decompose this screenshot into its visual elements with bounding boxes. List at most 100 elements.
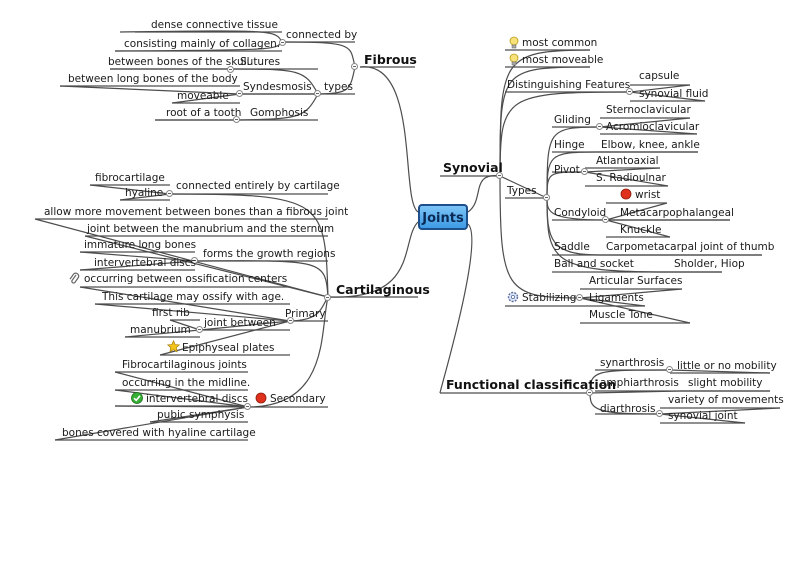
topic-hyaline[interactable]: hyaline bbox=[125, 187, 164, 199]
topic-capsule[interactable]: capsule bbox=[639, 70, 680, 82]
topic-radioulnar[interactable]: S. Radioulnar bbox=[596, 172, 666, 184]
topic-intervertebral-discs[interactable]: intervertebral discs bbox=[94, 257, 197, 269]
collapse-toggle[interactable] bbox=[496, 172, 503, 179]
topic-ossify-with-age[interactable]: This cartilage may ossify with age. bbox=[102, 291, 285, 303]
topic-skull[interactable]: between bones of the skull bbox=[108, 56, 250, 68]
collapse-toggle[interactable] bbox=[351, 63, 358, 70]
topic-midline[interactable]: occurring in the midline. bbox=[122, 377, 251, 389]
topic-saddle[interactable]: Saddle bbox=[554, 241, 590, 253]
topic-ligaments[interactable]: Ligaments bbox=[589, 292, 644, 304]
topic-distinguishing-features[interactable]: Distinguishing Features bbox=[507, 79, 631, 91]
gear-icon bbox=[507, 291, 519, 303]
topic-dense-connective-tissue[interactable]: dense connective tissue bbox=[151, 19, 278, 31]
topic-synovial-fluid[interactable]: synovial fluid bbox=[639, 88, 709, 100]
topic-gomphosis[interactable]: Gomphosis bbox=[250, 107, 309, 119]
topic-allow-more-movement[interactable]: allow more movement between bones than a… bbox=[44, 206, 349, 218]
topic-articular-surfaces[interactable]: Articular Surfaces bbox=[589, 275, 683, 287]
collapse-toggle[interactable] bbox=[576, 294, 583, 301]
collapse-toggle[interactable] bbox=[236, 90, 243, 97]
collapse-toggle[interactable] bbox=[581, 168, 588, 175]
collapse-toggle[interactable] bbox=[626, 88, 633, 95]
collapse-toggle[interactable] bbox=[166, 190, 173, 197]
collapse-toggle[interactable] bbox=[279, 39, 286, 46]
collapse-toggle[interactable] bbox=[666, 366, 673, 373]
topic-tooth[interactable]: root of a tooth bbox=[166, 107, 242, 119]
topic-wrist[interactable]: wrist bbox=[635, 189, 661, 201]
collapse-toggle[interactable] bbox=[227, 66, 234, 73]
topic-amphiarthrosis[interactable]: amphiarthrosis bbox=[600, 377, 679, 389]
topic-moveable[interactable]: moveable bbox=[177, 90, 229, 102]
collapse-toggle[interactable] bbox=[287, 317, 294, 324]
topic-metacarpophalangeal[interactable]: Metacarpophalangeal bbox=[620, 207, 734, 219]
collapse-toggle[interactable] bbox=[602, 216, 609, 223]
red-dot-icon bbox=[620, 188, 632, 200]
topic-atlantoaxial[interactable]: Atlantoaxial bbox=[596, 155, 659, 167]
topic-pivot[interactable]: Pivot bbox=[554, 164, 580, 176]
topic-long-bones[interactable]: between long bones of the body bbox=[68, 73, 238, 85]
topic-syndesmosis[interactable]: Syndesmosis bbox=[243, 81, 312, 93]
paperclip-icon bbox=[69, 272, 80, 284]
central-topic-joints[interactable]: Joints bbox=[418, 204, 468, 230]
topic-most-moveable[interactable]: most moveable bbox=[522, 54, 604, 66]
topic-connected-by[interactable]: connected by bbox=[286, 29, 358, 41]
topic-primary[interactable]: Primary bbox=[285, 308, 326, 320]
collapse-toggle[interactable] bbox=[656, 410, 663, 417]
topic-gliding[interactable]: Gliding bbox=[554, 114, 591, 126]
topic-functional-classification[interactable]: Functional classification bbox=[446, 377, 617, 392]
collapse-toggle[interactable] bbox=[586, 389, 593, 396]
topic-types[interactable]: types bbox=[324, 81, 353, 93]
collapse-toggle[interactable] bbox=[233, 116, 240, 123]
red-dot-icon bbox=[255, 392, 267, 404]
collapse-toggle[interactable] bbox=[596, 123, 603, 130]
collapse-toggle[interactable] bbox=[314, 90, 321, 97]
collapse-toggle[interactable] bbox=[244, 403, 251, 410]
topic-knuckle[interactable]: Knuckle bbox=[620, 224, 662, 236]
topic-stabilizing[interactable]: Stabilizing bbox=[522, 292, 577, 304]
lightbulb-icon bbox=[509, 36, 519, 49]
topic-epiphyseal-plates[interactable]: Epiphyseal plates bbox=[182, 342, 275, 354]
topic-most-common[interactable]: most common bbox=[522, 37, 598, 49]
collapse-toggle[interactable] bbox=[543, 194, 550, 201]
topic-synovial-joint[interactable]: synovial joint bbox=[668, 410, 738, 422]
topic-fibrous[interactable]: Fibrous bbox=[364, 52, 417, 67]
topic-fibrocartilaginous-joints[interactable]: Fibrocartilaginous joints bbox=[122, 359, 247, 371]
topic-variety-movements[interactable]: variety of movements bbox=[668, 394, 784, 406]
topic-muscle-tone[interactable]: Muscle Tone bbox=[589, 309, 653, 321]
checkmark-icon bbox=[131, 392, 143, 404]
topic-hinge[interactable]: Hinge bbox=[554, 139, 585, 151]
topic-condyloid[interactable]: Condyloid bbox=[554, 207, 607, 219]
topic-diarthrosis[interactable]: diarthrosis bbox=[600, 403, 656, 415]
collapse-toggle[interactable] bbox=[196, 326, 203, 333]
topic-shoulder-hip[interactable]: Sholder, Hiop bbox=[674, 258, 745, 270]
topic-intervertebral-discs-2[interactable]: intervertebral discs bbox=[146, 393, 249, 405]
topic-manubrium-sternum[interactable]: joint between the manubrium and the ster… bbox=[87, 223, 335, 235]
topic-fibrocartilage[interactable]: fibrocartilage bbox=[95, 172, 165, 184]
topic-hyaline-covered[interactable]: bones covered with hyaline cartilage bbox=[62, 427, 256, 439]
topic-acromioclavicular[interactable]: Acromioclavicular bbox=[606, 121, 700, 133]
topic-growth-regions[interactable]: forms the growth regions bbox=[203, 248, 336, 260]
topic-synovial[interactable]: Synovial bbox=[443, 160, 503, 175]
lightbulb-icon bbox=[509, 53, 519, 66]
collapse-toggle[interactable] bbox=[324, 294, 331, 301]
topic-carpometacarpal[interactable]: Carpometacarpal joint of thumb bbox=[606, 241, 775, 253]
topic-joint-between[interactable]: joint between bbox=[204, 317, 276, 329]
topic-connected-cartilage[interactable]: connected entirely by cartilage bbox=[176, 180, 340, 192]
topic-secondary[interactable]: Secondary bbox=[270, 393, 326, 405]
topic-pubic-symphysis[interactable]: pubic symphysis bbox=[157, 409, 245, 421]
topic-ball-and-socket[interactable]: Ball and socket bbox=[554, 258, 634, 270]
topic-manubrium[interactable]: manubrium bbox=[130, 324, 191, 336]
topic-cartilaginous[interactable]: Cartilaginous bbox=[336, 282, 430, 297]
topic-synarthrosis[interactable]: synarthrosis bbox=[600, 357, 665, 369]
topic-collagen[interactable]: consisting mainly of collagen. bbox=[124, 38, 281, 50]
topic-slight-mobility[interactable]: slight mobility bbox=[688, 377, 763, 389]
topic-first-rib[interactable]: first rib bbox=[152, 307, 190, 319]
topic-types-synovial[interactable]: Types bbox=[507, 185, 537, 197]
collapse-toggle[interactable] bbox=[191, 257, 198, 264]
topic-sutures[interactable]: Sutures bbox=[240, 56, 281, 68]
topic-sternoclavicular[interactable]: Sternoclavicular bbox=[606, 104, 691, 116]
topic-ossification-centers[interactable]: occurring between ossification centers bbox=[84, 273, 288, 285]
topic-elbow-knee-ankle[interactable]: Elbow, knee, ankle bbox=[601, 139, 700, 151]
topic-immature-long-bones[interactable]: immature long bones bbox=[84, 239, 197, 251]
topic-little-mobility[interactable]: little or no mobility bbox=[677, 360, 777, 372]
